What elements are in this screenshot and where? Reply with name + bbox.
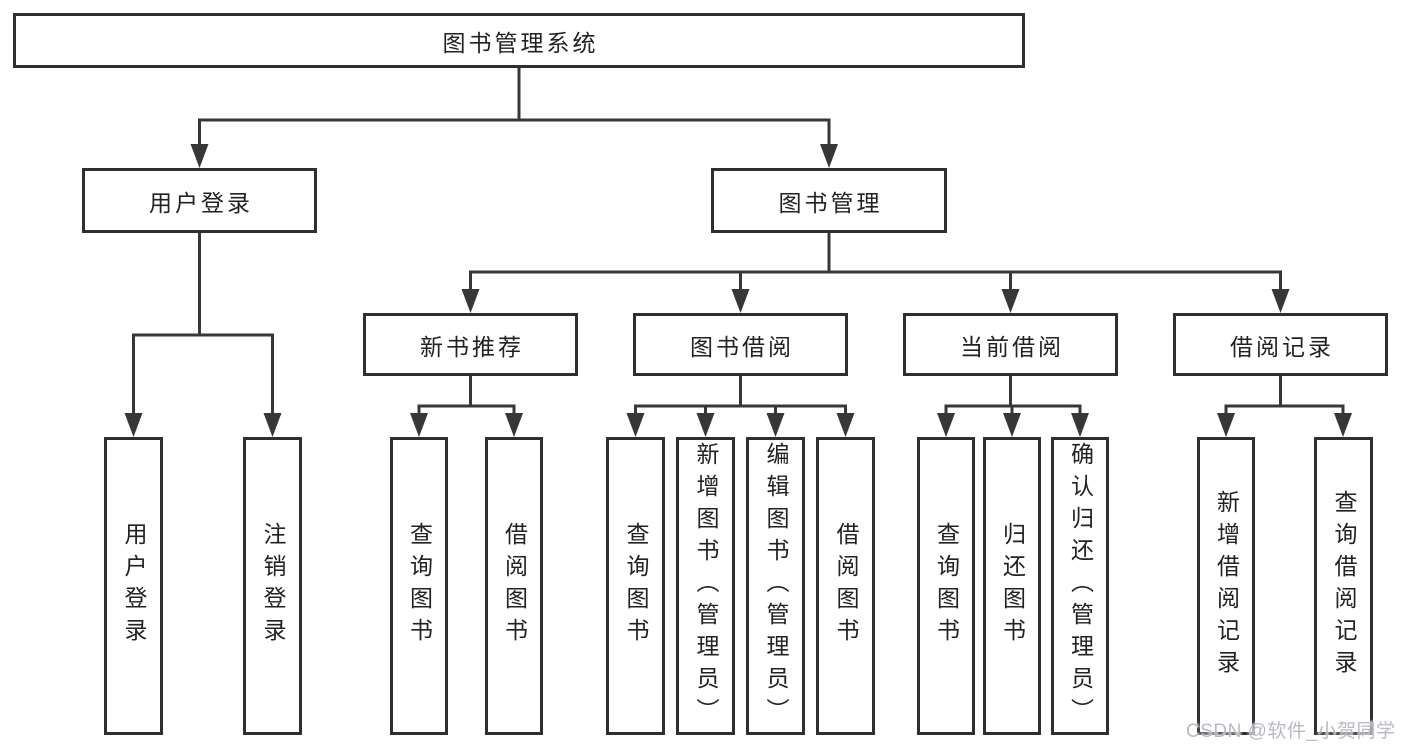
node-label: 图书管理 [778,189,883,216]
node-new-book-recommend: 新书推荐 [363,313,578,376]
leaf-borrow-edit-book-admin: 编辑图书（管理员） [746,437,805,735]
leaf-recommend-borrow-book: 借阅图书 [485,437,543,735]
connector-record-children [1224,376,1345,415]
node-borrow-record: 借阅记录 [1173,313,1388,376]
leaf-label: 注销登录 [260,522,286,650]
leaf-label: 新增借阅记录 [1213,490,1240,682]
leaf-label: 用户登录 [121,522,147,650]
leaf-logout: 注销登录 [243,437,302,735]
node-label: 借阅记录 [1230,333,1334,360]
connector-user-login-children [132,233,274,415]
leaf-current-confirm-return-admin: 确认归还（管理员） [1051,437,1109,735]
connector-recommend-children [417,376,516,415]
node-user-login: 用户登录 [82,168,317,233]
leaf-current-return-book: 归还图书 [983,437,1041,735]
leaf-label: 查询图书 [933,522,960,650]
leaf-record-add-borrow-record: 新增借阅记录 [1197,437,1255,735]
leaf-label: 新增图书（管理员） [693,442,719,730]
leaf-label: 编辑图书（管理员） [763,442,789,730]
leaf-current-query-book: 查询图书 [917,437,975,735]
leaf-label: 确认归还（管理员） [1067,442,1094,730]
node-book-management: 图书管理 [711,168,947,233]
leaf-label: 查询借阅记录 [1331,490,1357,682]
leaf-label: 归还图书 [999,522,1026,650]
leaf-user-login: 用户登录 [104,437,163,735]
csdn-watermark: CSDN @软件_小贺同学 [1186,721,1396,742]
node-library-management-system: 图书管理系统 [13,13,1025,68]
leaf-borrow-query-book: 查询图书 [606,437,665,735]
node-label: 图书管理系统 [442,29,599,56]
leaf-record-query-borrow-record: 查询借阅记录 [1314,437,1373,735]
leaf-recommend-query-book: 查询图书 [390,437,448,735]
connector-borrow-children [634,376,847,415]
leaf-label: 查询图书 [406,522,433,650]
leaf-label: 借阅图书 [501,522,528,650]
leaf-label: 借阅图书 [833,522,859,650]
leaf-borrow-borrow-book: 借阅图书 [816,437,875,735]
node-label: 图书借阅 [690,333,794,360]
connector-book-mgmt-children [469,233,1282,291]
node-label: 新书推荐 [420,333,524,360]
node-label: 用户登录 [149,189,253,216]
node-book-borrow: 图书借阅 [633,313,848,376]
node-current-borrow: 当前借阅 [903,313,1118,376]
node-label: 当前借阅 [960,333,1064,360]
connector-root-to-level2 [198,67,831,146]
leaf-borrow-add-book-admin: 新增图书（管理员） [676,437,735,735]
connector-current-children [944,376,1082,415]
leaf-label: 查询图书 [623,522,649,650]
